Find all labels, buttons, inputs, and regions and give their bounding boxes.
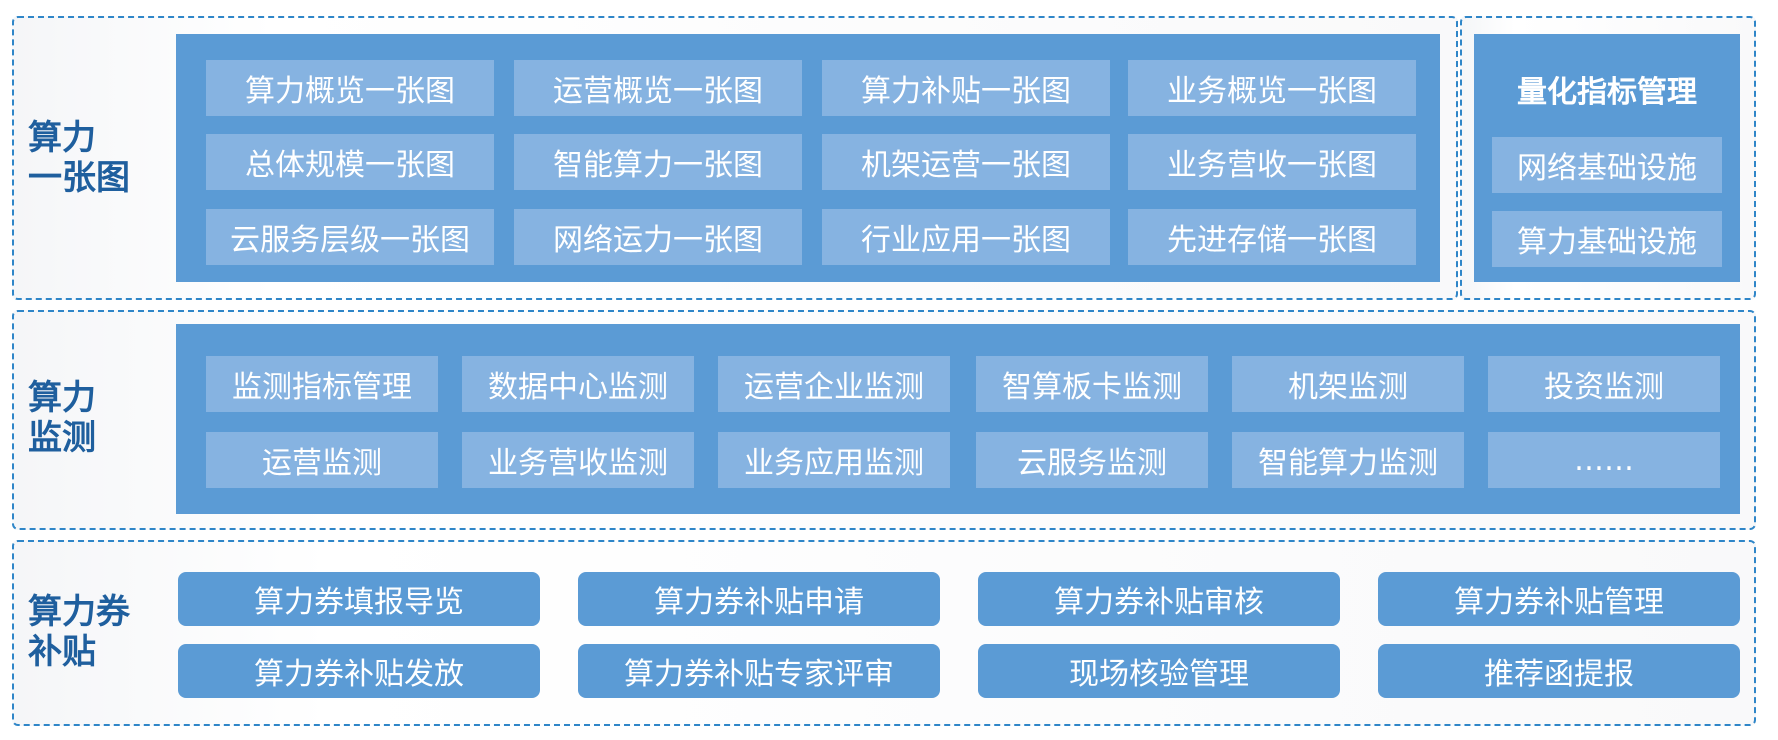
grid-cell[interactable]: 云服务监测	[976, 432, 1208, 488]
grid-cell[interactable]: 运营企业监测	[718, 356, 950, 412]
grid-cell[interactable]: 机架运营一张图	[822, 134, 1110, 190]
grid-cell[interactable]: 算力补贴一张图	[822, 60, 1110, 116]
grid-cell[interactable]: 算力概览一张图	[206, 60, 494, 116]
grid-cell[interactable]: 业务概览一张图	[1128, 60, 1416, 116]
grid-cell[interactable]: 业务营收监测	[462, 432, 694, 488]
voucher-item[interactable]: 推荐函提报	[1378, 644, 1740, 698]
grid-cell[interactable]: 智能算力一张图	[514, 134, 802, 190]
grid-cell[interactable]: 监测指标管理	[206, 356, 438, 412]
section-title-compute-monitoring: 算力 监测	[28, 378, 96, 458]
grid-cell[interactable]: 智能算力监测	[1232, 432, 1464, 488]
grid-cell[interactable]: 投资监测	[1488, 356, 1720, 412]
grid-cell[interactable]: 网络运力一张图	[514, 209, 802, 265]
voucher-item[interactable]: 算力券补贴审核	[978, 572, 1340, 626]
voucher-item[interactable]: 算力券补贴专家评审	[578, 644, 940, 698]
grid-cell[interactable]: 行业应用一张图	[822, 209, 1110, 265]
grid-cell[interactable]: 运营概览一张图	[514, 60, 802, 116]
grid-cell[interactable]: 数据中心监测	[462, 356, 694, 412]
compute-map-panel: 算力概览一张图 运营概览一张图 算力补贴一张图 业务概览一张图 总体规模一张图 …	[176, 34, 1440, 282]
grid-cell[interactable]: 机架监测	[1232, 356, 1464, 412]
grid-cell[interactable]: 云服务层级一张图	[206, 209, 494, 265]
grid-cell[interactable]: 总体规模一张图	[206, 134, 494, 190]
grid-cell[interactable]: ……	[1488, 432, 1720, 488]
voucher-item[interactable]: 现场核验管理	[978, 644, 1340, 698]
section-voucher-subsidy	[12, 540, 1756, 726]
side-item[interactable]: 算力基础设施	[1492, 211, 1722, 267]
voucher-item[interactable]: 算力券补贴发放	[178, 644, 540, 698]
quant-indicators-title: 量化指标管理	[1517, 75, 1697, 110]
grid-cell[interactable]: 运营监测	[206, 432, 438, 488]
section-title-voucher-subsidy: 算力券 补贴	[28, 592, 130, 672]
monitoring-panel: 监测指标管理 数据中心监测 运营企业监测 智算板卡监测 机架监测 投资监测 运营…	[176, 324, 1740, 514]
grid-cell[interactable]: 业务应用监测	[718, 432, 950, 488]
quant-indicators-panel: 量化指标管理 网络基础设施 算力基础设施	[1474, 34, 1740, 282]
grid-cell[interactable]: 业务营收一张图	[1128, 134, 1416, 190]
grid-cell[interactable]: 智算板卡监测	[976, 356, 1208, 412]
voucher-item[interactable]: 算力券填报导览	[178, 572, 540, 626]
grid-cell[interactable]: 先进存储一张图	[1128, 209, 1416, 265]
side-item[interactable]: 网络基础设施	[1492, 137, 1722, 193]
voucher-item[interactable]: 算力券补贴申请	[578, 572, 940, 626]
voucher-item[interactable]: 算力券补贴管理	[1378, 572, 1740, 626]
section-title-compute-map: 算力 一张图	[28, 118, 130, 198]
